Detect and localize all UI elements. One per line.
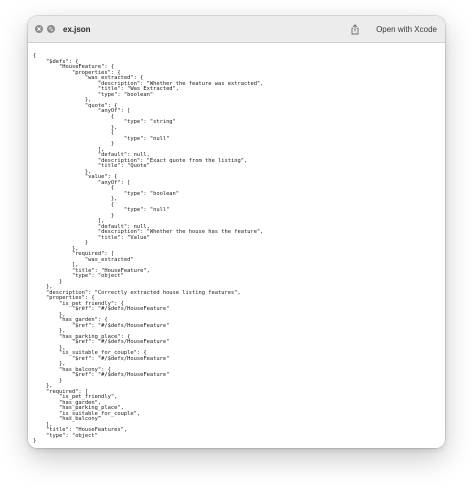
share-icon <box>351 23 359 34</box>
window-controls <box>35 25 59 33</box>
fullscreen-button[interactable] <box>47 25 55 33</box>
quick-look-window: ex.json Open with Xcode { "$defs": { "Ho… <box>28 16 445 448</box>
window-title: ex.json <box>63 24 91 34</box>
json-content: { "$defs": { "HouseFeature": { "properti… <box>33 53 264 444</box>
close-button[interactable] <box>35 25 43 33</box>
document-view[interactable]: { "$defs": { "HouseFeature": { "properti… <box>28 43 445 448</box>
open-with-xcode-button[interactable]: Open with Xcode <box>376 24 437 34</box>
expand-icon <box>49 27 53 31</box>
close-icon <box>37 27 41 31</box>
share-button[interactable] <box>348 22 362 36</box>
title-bar: ex.json Open with Xcode <box>28 16 445 43</box>
